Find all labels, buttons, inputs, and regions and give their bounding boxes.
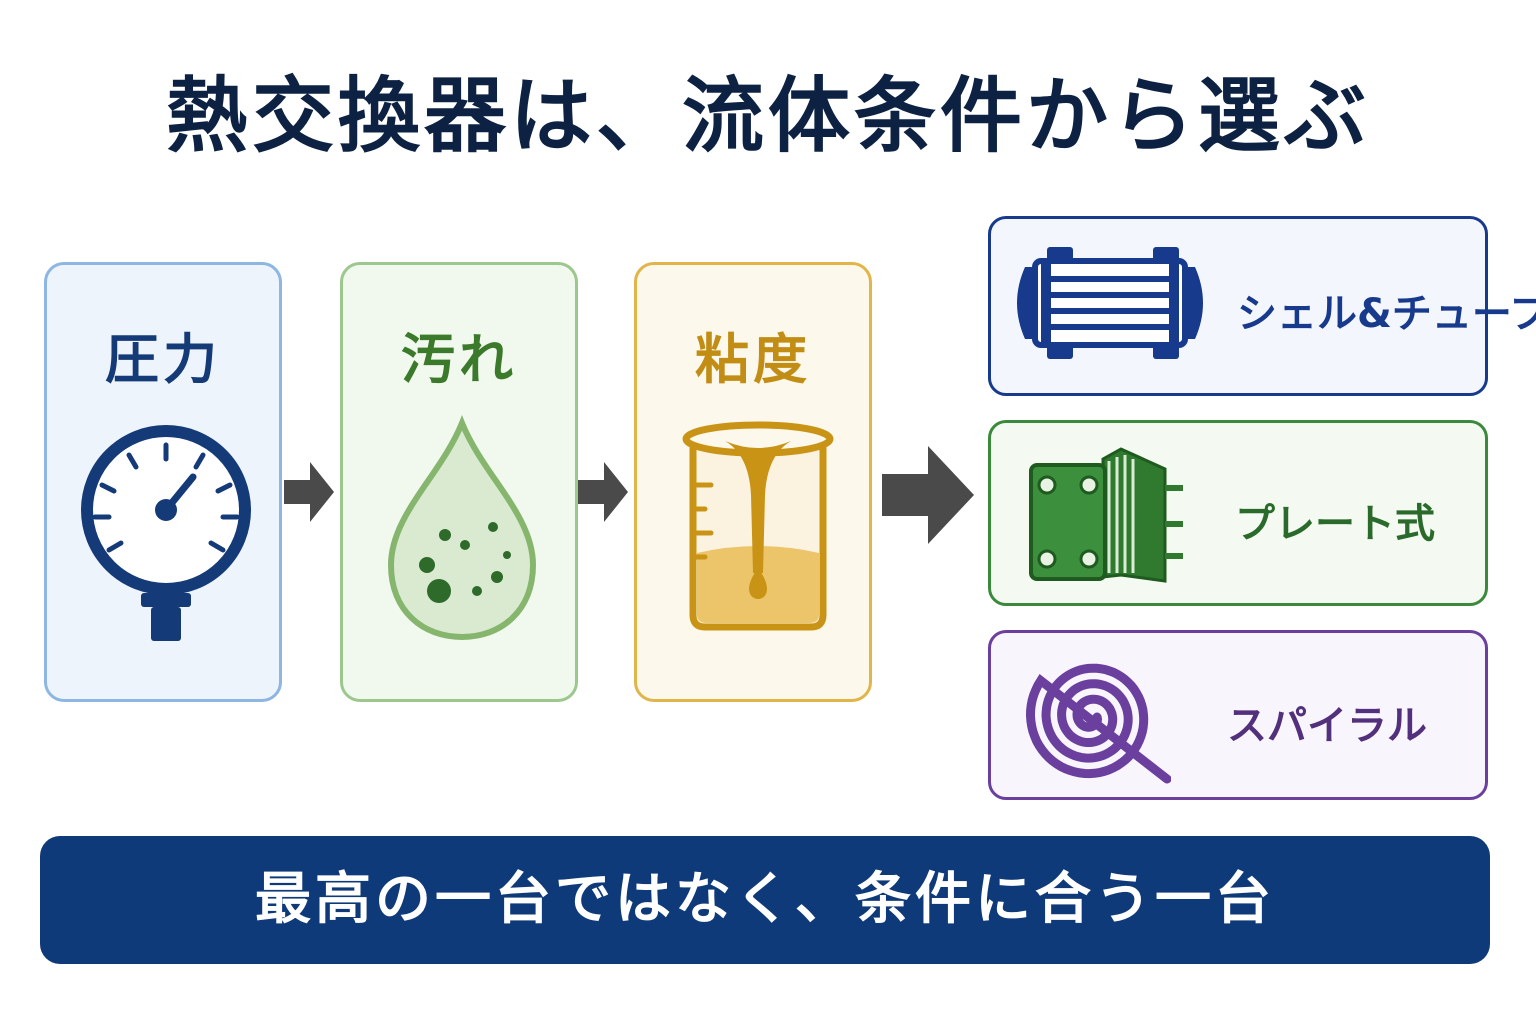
page-title: 熱交換器は、流体条件から選ぶ [165,69,1370,164]
condition-label-fouling: 汚れ [401,328,517,391]
conclusion-text: 最高の一台ではなく、条件に合う一台 [255,867,1275,932]
exchanger-type-label: スパイラル [1227,703,1427,749]
arrow-right-icon [284,462,334,522]
dirty-droplet-icon [387,415,537,641]
condition-card-pressure: 圧力 [44,262,282,702]
shell-and-tube-icon [1017,247,1203,359]
viscous-beaker-icon [682,421,834,631]
pressure-gauge-icon [81,425,251,641]
condition-label-pressure: 圧力 [105,328,221,391]
exchanger-type-label: プレート式 [1235,501,1435,547]
exchanger-type-spiral: スパイラル [988,630,1488,800]
exchanger-type-plate: プレート式 [988,420,1488,606]
condition-label-viscosity: 粘度 [695,328,811,391]
exchanger-type-shell-and-tube: シェル&チューブ [988,216,1536,396]
arrow-right-icon [578,462,628,522]
condition-card-fouling: 汚れ [340,262,578,702]
exchanger-type-label: シェル&チューブ [1237,291,1536,337]
spiral-icon [1025,663,1171,784]
condition-card-viscosity: 粘度 [634,262,872,702]
plate-exchanger-icon [1029,447,1183,583]
conclusion-banner: 最高の一台ではなく、条件に合う一台 [40,836,1490,964]
arrow-right-large-icon [882,446,974,544]
